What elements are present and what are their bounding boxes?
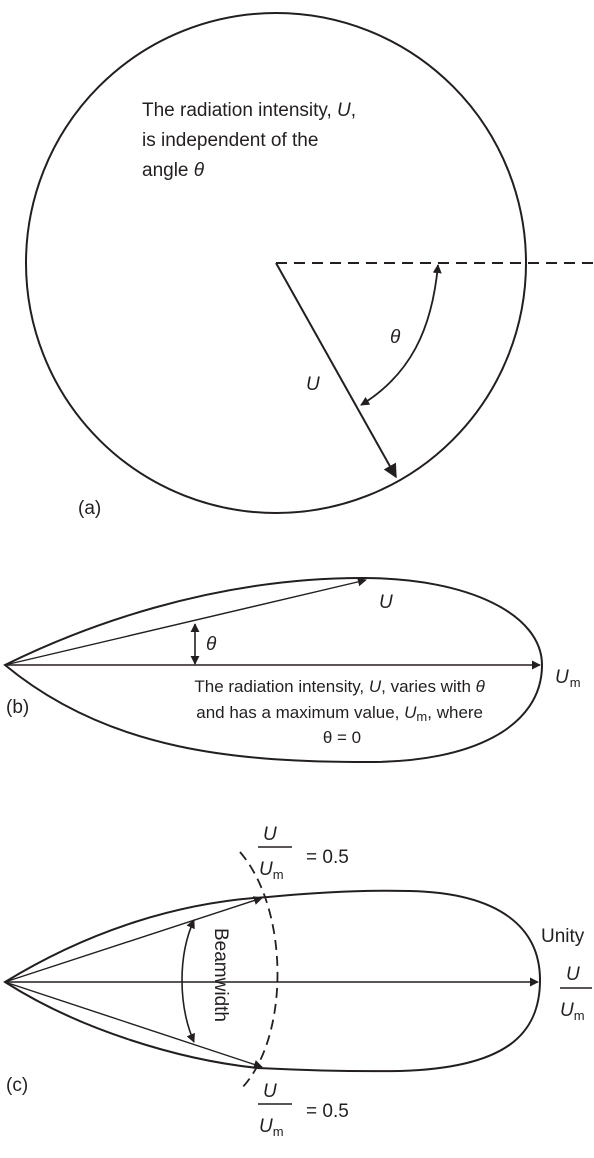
panel-b: U θ Um The radiation intensity, U, varie…	[3, 576, 581, 764]
lower-half-power-label: U Um = 0.5	[258, 1081, 349, 1139]
unity-label: Unity U Um	[541, 926, 592, 1023]
panel-label-a: (a)	[78, 498, 101, 519]
isotropic-pattern-circle	[25, 12, 527, 514]
upper-half-power-label: U Um = 0.5	[258, 824, 349, 882]
intensity-vector-u-b	[4, 577, 367, 666]
upper-half-power-vector	[4, 896, 263, 983]
directional-lobe-b	[3, 576, 544, 764]
angle-theta-arc	[360, 264, 442, 406]
vector-label-u: U	[306, 374, 320, 395]
svg-text:Unity: Unity	[541, 926, 585, 947]
svg-text:= 0.5: = 0.5	[306, 847, 349, 868]
panel-label-c: (c)	[6, 1075, 28, 1096]
angle-label-theta-b: θ	[206, 634, 217, 655]
max-label-um: Um	[555, 667, 581, 690]
panel-a-description: The radiation intensity, U, is independe…	[142, 100, 361, 181]
intensity-vector-u	[275, 262, 397, 479]
lower-half-power-vector	[4, 981, 263, 1069]
directional-lobe-c	[3, 889, 542, 1073]
svg-text:Um: Um	[560, 1000, 585, 1023]
panel-label-b: (b)	[6, 697, 29, 718]
svg-text:Um: Um	[259, 1116, 284, 1139]
svg-text:U: U	[566, 964, 580, 985]
svg-text:U: U	[263, 824, 277, 845]
vector-label-u-b: U	[379, 592, 393, 613]
panel-b-description: The radiation intensity, U, varies with …	[194, 677, 489, 747]
panel-a: The radiation intensity, U, is independe…	[25, 12, 594, 519]
beamwidth-arrow	[181, 919, 195, 1043]
beamwidth-label: Beamwidth	[210, 928, 231, 1022]
panel-c: Beamwidth U Um = 0.5 U Um = 0.5 Unity U …	[3, 824, 592, 1139]
svg-text:Um: Um	[259, 859, 284, 882]
angle-label-theta: θ	[390, 327, 401, 348]
svg-text:U: U	[263, 1081, 277, 1102]
svg-text:= 0.5: = 0.5	[306, 1101, 349, 1122]
half-power-dashed-arc	[239, 851, 279, 1091]
